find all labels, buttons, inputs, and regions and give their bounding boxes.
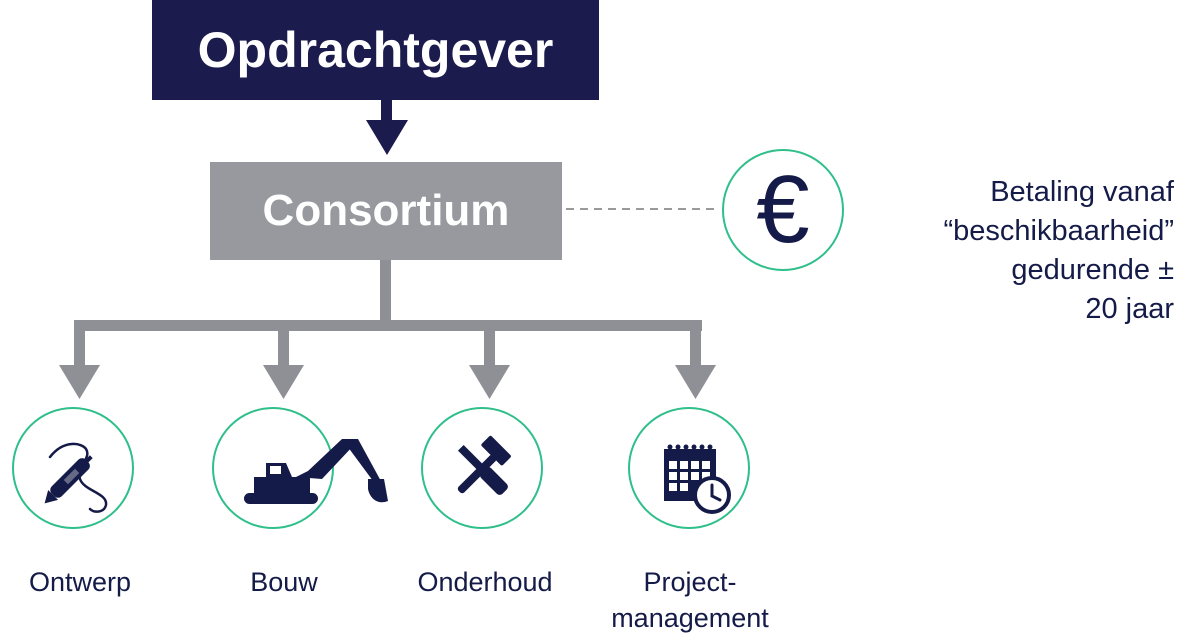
euro-icon: € [756, 156, 810, 263]
service-label-onderhoud: Onderhoud [417, 567, 553, 597]
trunk-line [380, 260, 391, 326]
arrow-projectmanagement [675, 365, 716, 399]
service-label-ontwerp: Ontwerp [28, 567, 132, 597]
tools-icon [457, 435, 511, 495]
client-label: Opdrachtgever [197, 22, 554, 78]
service-circle-ontwerp [12, 407, 134, 529]
excavator-icon [244, 439, 388, 504]
branch-ontwerp [74, 326, 85, 366]
service-label-bouw: Bouw [250, 567, 318, 597]
calendar-clock-icon [664, 444, 731, 514]
arrow-onderhoud [469, 365, 510, 399]
service-circle-onderhoud [421, 407, 543, 529]
payment-note-line: 20 jaar [1085, 293, 1174, 325]
arrow-ontwerp [59, 365, 100, 399]
consortium-label: Consortium [262, 186, 510, 235]
client-connector-line [381, 100, 392, 122]
branch-bouw [278, 326, 289, 366]
payment-note-line: “beschikbaarheid” [943, 215, 1174, 247]
payment-note-line: gedurende ± [1011, 254, 1174, 286]
branch-projectmanagement [690, 326, 701, 366]
service-label-line: Project- [643, 567, 737, 597]
payment-note: Betaling vanaf “beschikbaarheid” geduren… [943, 173, 1174, 329]
service-circle-projectmanagement [628, 407, 750, 529]
consortium-box: Consortium [210, 162, 562, 260]
arrow-bouw [263, 365, 304, 399]
pen-icon [44, 442, 108, 513]
service-circle-bouw [212, 407, 388, 529]
client-arrow [366, 120, 408, 155]
client-box: Opdrachtgever [152, 0, 599, 100]
payment-note-line: Betaling vanaf [990, 176, 1174, 208]
service-label-projectmanagement: Project- management [600, 564, 780, 636]
branch-onderhoud [484, 326, 495, 366]
branch-bar [74, 320, 702, 331]
service-label-line: management [611, 603, 769, 633]
euro-circle: € [722, 149, 844, 271]
